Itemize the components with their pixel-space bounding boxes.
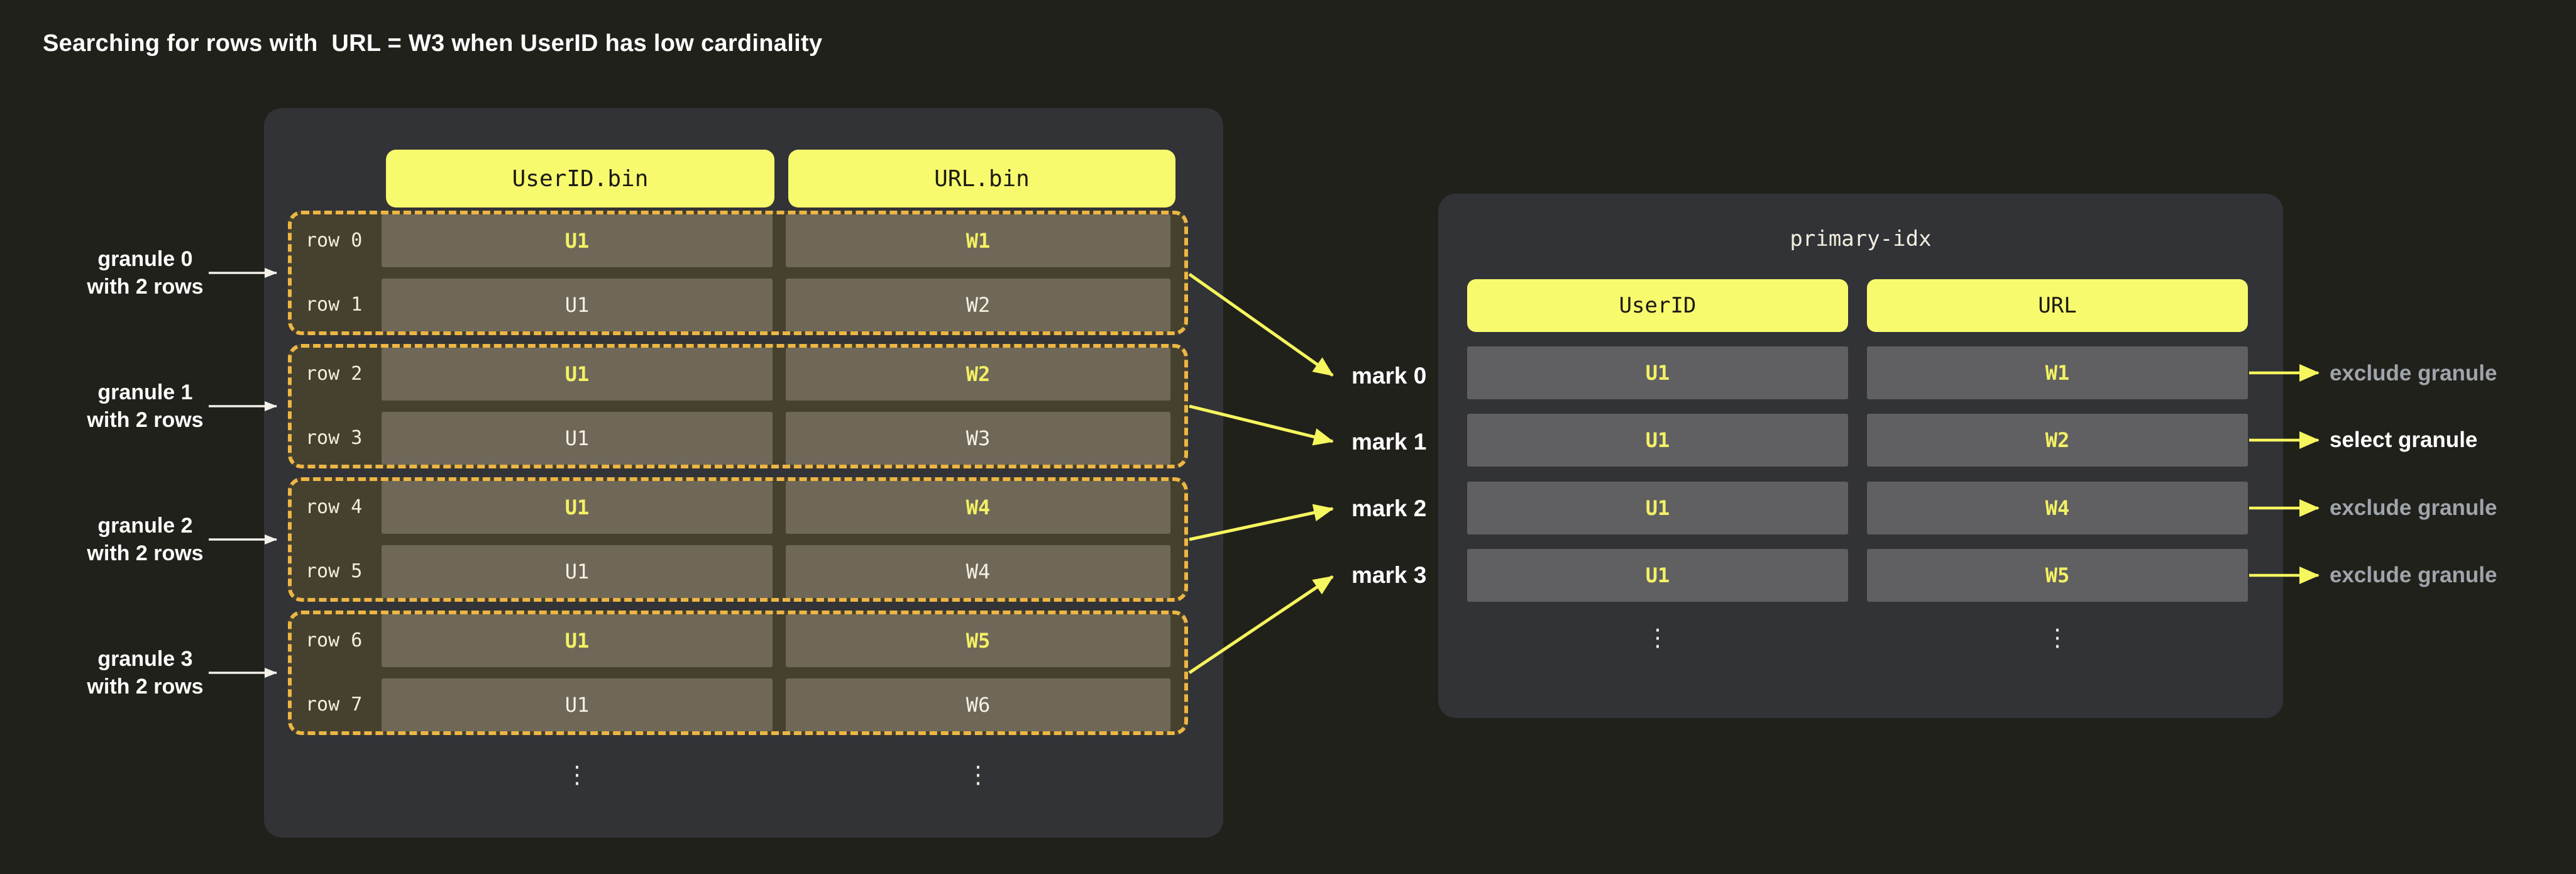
granule-3-box: row 6 U1 W5 row 7 U1 W6 bbox=[288, 611, 1188, 735]
userid-cell: U1 bbox=[1467, 346, 1848, 399]
granule-0-label: granule 0 with 2 rows bbox=[51, 245, 239, 301]
row-label: row 4 bbox=[305, 496, 363, 518]
table-row: row 5 U1 W4 bbox=[292, 545, 1184, 598]
table-row: row 7 U1 W6 bbox=[292, 678, 1184, 731]
granule-2-label: granule 2 with 2 rows bbox=[51, 512, 239, 567]
userid-cell: U1 bbox=[382, 279, 773, 331]
table-row: row 0 U1 W1 bbox=[292, 214, 1184, 267]
url-cell: W1 bbox=[1867, 346, 2248, 399]
mark-2-label: mark 2 bbox=[1351, 495, 1427, 521]
table-row: row 4 U1 W4 bbox=[292, 481, 1184, 534]
url-cell: W4 bbox=[786, 481, 1170, 534]
url-cell: W4 bbox=[786, 545, 1170, 598]
userid-cell: U1 bbox=[382, 678, 773, 731]
granule-label-line1: granule 2 bbox=[97, 514, 193, 538]
row-label: row 1 bbox=[305, 294, 363, 316]
row-label: row 0 bbox=[305, 230, 363, 252]
url-cell: W2 bbox=[1867, 414, 2248, 467]
userid-cell: U1 bbox=[382, 412, 773, 465]
url-header: URL bbox=[1867, 279, 2248, 332]
diagram-title: Searching for rows with URL = W3 when Us… bbox=[43, 30, 823, 57]
userid-cell: U1 bbox=[382, 481, 773, 534]
primary-index-panel: primary-idx UserID URL U1 W1 U1 W2 U1 W4… bbox=[1438, 194, 2283, 718]
more-rows-ellipsis: ⋮ bbox=[2045, 624, 2069, 651]
more-rows-ellipsis: ⋮ bbox=[565, 761, 589, 788]
table-row: row 3 U1 W3 bbox=[292, 412, 1184, 465]
userid-bin-header: UserID.bin bbox=[386, 150, 774, 207]
granule-3-label: granule 3 with 2 rows bbox=[51, 645, 239, 700]
table-row: row 1 U1 W2 bbox=[292, 279, 1184, 331]
url-bin-header: URL.bin bbox=[788, 150, 1175, 207]
row-label: row 6 bbox=[305, 629, 363, 651]
granule-label-line2: with 2 rows bbox=[87, 275, 204, 299]
table-row: row 6 U1 W5 bbox=[292, 614, 1184, 667]
userid-cell: U1 bbox=[382, 214, 773, 267]
userid-cell: U1 bbox=[382, 545, 773, 598]
decision-label-exclude: exclude granule bbox=[2330, 361, 2497, 385]
userid-cell: U1 bbox=[1467, 482, 1848, 534]
userid-header: UserID bbox=[1467, 279, 1848, 332]
userid-cell: U1 bbox=[382, 348, 773, 401]
url-cell: W1 bbox=[786, 214, 1170, 267]
mark-0-label: mark 0 bbox=[1351, 363, 1427, 389]
url-cell: W6 bbox=[786, 678, 1170, 731]
url-cell: W2 bbox=[786, 348, 1170, 401]
granule-label-line2: with 2 rows bbox=[87, 675, 204, 699]
url-cell: W4 bbox=[1867, 482, 2248, 534]
granule-label-line2: with 2 rows bbox=[87, 408, 204, 432]
more-rows-ellipsis: ⋮ bbox=[1646, 624, 1670, 651]
granule-1-box: row 2 U1 W2 row 3 U1 W3 bbox=[288, 344, 1188, 468]
row-label: row 5 bbox=[305, 560, 363, 582]
url-cell: W2 bbox=[786, 279, 1170, 331]
row-label: row 7 bbox=[305, 694, 363, 716]
table-row: row 2 U1 W2 bbox=[292, 348, 1184, 401]
userid-cell: U1 bbox=[382, 614, 773, 667]
index-row: U1 W2 bbox=[1438, 414, 2283, 467]
index-row: U1 W1 bbox=[1438, 346, 2283, 399]
mark-3-label: mark 3 bbox=[1351, 562, 1427, 588]
userid-cell: U1 bbox=[1467, 414, 1848, 467]
mark-1-label: mark 1 bbox=[1351, 429, 1427, 455]
granule-label-line1: granule 1 bbox=[97, 380, 193, 404]
primary-index-title: primary-idx bbox=[1790, 226, 1932, 252]
index-row: U1 W4 bbox=[1438, 482, 2283, 534]
row-label: row 2 bbox=[305, 363, 363, 385]
row-label: row 3 bbox=[305, 427, 363, 449]
url-cell: W5 bbox=[1867, 549, 2248, 602]
more-rows-ellipsis: ⋮ bbox=[966, 761, 990, 788]
decision-label-exclude: exclude granule bbox=[2330, 495, 2497, 520]
column-files-panel: UserID.bin URL.bin row 0 U1 W1 row 1 U1 … bbox=[264, 108, 1223, 838]
granule-1-label: granule 1 with 2 rows bbox=[51, 379, 239, 434]
granule-label-line1: granule 3 bbox=[97, 647, 193, 671]
decision-label-select: select granule bbox=[2330, 428, 2478, 452]
granule-label-line2: with 2 rows bbox=[87, 541, 204, 565]
decision-label-exclude: exclude granule bbox=[2330, 563, 2497, 587]
url-cell: W3 bbox=[786, 412, 1170, 465]
granule-label-line1: granule 0 bbox=[97, 247, 193, 271]
granule-2-box: row 4 U1 W4 row 5 U1 W4 bbox=[288, 477, 1188, 602]
index-row: U1 W5 bbox=[1438, 549, 2283, 602]
url-cell: W5 bbox=[786, 614, 1170, 667]
userid-cell: U1 bbox=[1467, 549, 1848, 602]
granule-0-box: row 0 U1 W1 row 1 U1 W2 bbox=[288, 211, 1188, 335]
